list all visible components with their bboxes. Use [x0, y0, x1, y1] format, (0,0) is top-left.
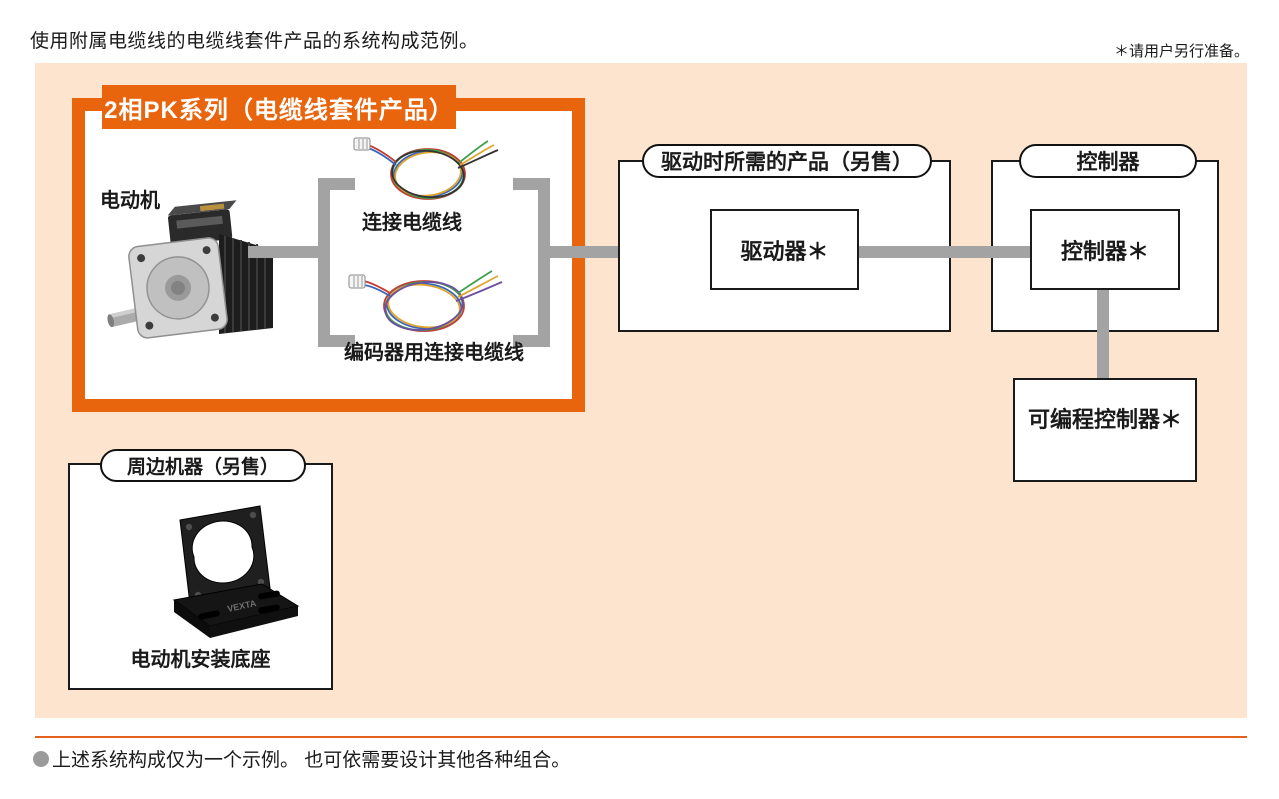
- footer-note-row: 上述系统构成仅为一个示例。 也可依需要设计其他各种组合。: [33, 745, 570, 772]
- motor-connector-line: [248, 246, 320, 258]
- split-bracket-left: [318, 178, 355, 347]
- mounting-bracket-label: 电动机安装底座: [130, 649, 271, 671]
- pk-series-box: 电动机: [72, 98, 710, 412]
- controller-box: 控制器＊: [1030, 209, 1180, 290]
- peripheral-section-title-pill: 周边机器（另售）: [100, 449, 306, 482]
- motor-mounting-bracket-photo: VEXTA: [172, 505, 300, 638]
- intro-text: 使用附属电缆线的电缆线套件产品的系统构成范例。: [30, 31, 479, 52]
- pk-series-title-tab: 2相PK系列（电缆线套件产品）: [102, 85, 456, 129]
- cable1-label: 连接电缆线: [362, 212, 462, 234]
- driver-to-controller-line: [857, 246, 1032, 258]
- controller-to-plc-line: [1097, 288, 1109, 380]
- stepper-motor-photo: [107, 200, 273, 339]
- bullet-icon: [33, 750, 49, 767]
- encoder-connection-cable-photo: [348, 270, 503, 332]
- driver-section-title-pill: 驱动时所需的产品（另售）: [642, 144, 932, 178]
- motor-label: 电动机: [100, 190, 160, 212]
- cable2-label: 编码器用连接电缆线: [344, 342, 524, 364]
- connection-cable-photo: [353, 137, 499, 200]
- footer-note-text: 上述系统构成仅为一个示例。 也可依需要设计其他各种组合。: [52, 750, 571, 771]
- peripheral-section-box: VEXTA 电动机安装底座: [68, 463, 333, 690]
- programmable-controller-box: 可编程控制器＊: [1013, 378, 1197, 482]
- driver-box: 驱动器＊: [710, 209, 859, 290]
- user-prepare-note: ＊请用户另行准备。: [1113, 43, 1249, 60]
- merge-bracket-right: [513, 178, 550, 347]
- footer-rule: [35, 736, 1247, 738]
- controller-section-title-pill: 控制器: [1019, 144, 1197, 178]
